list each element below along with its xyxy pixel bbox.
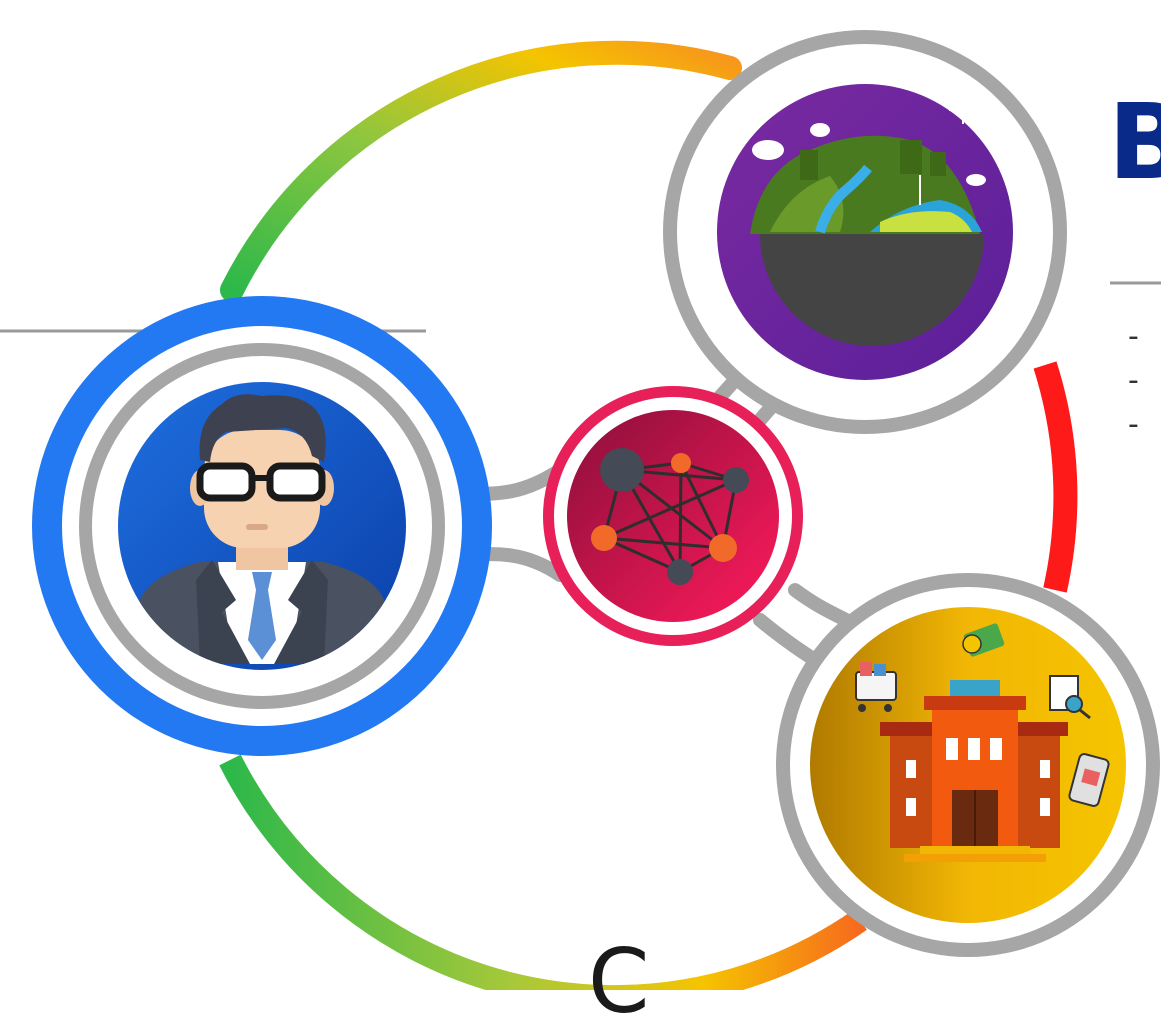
hub-node[interactable] bbox=[543, 386, 803, 646]
bullet-dash-2: - bbox=[1128, 363, 1139, 398]
bank-building-icon bbox=[880, 679, 1068, 862]
person-node[interactable] bbox=[32, 296, 492, 756]
sun-icon bbox=[949, 96, 977, 124]
money-icon bbox=[962, 623, 1005, 657]
mobile-shop-icon bbox=[1068, 753, 1110, 807]
heading-fragment: B bbox=[1108, 96, 1161, 188]
bottom-text-fragment: C bbox=[588, 930, 650, 1033]
shopping-cart-icon bbox=[855, 662, 897, 712]
orbit-ring bbox=[219, 40, 1078, 990]
businessman-icon bbox=[128, 394, 396, 664]
ecosystem-diagram bbox=[0, 30, 1161, 990]
environment-node[interactable] bbox=[663, 30, 1067, 434]
document-search-icon bbox=[1049, 675, 1091, 720]
earth-landscape-icon bbox=[750, 123, 986, 346]
bullet-dash-3: - bbox=[1128, 407, 1139, 442]
business-node[interactable] bbox=[776, 573, 1160, 957]
bullet-dash-1: - bbox=[1128, 319, 1139, 354]
network-nodes bbox=[591, 448, 749, 585]
